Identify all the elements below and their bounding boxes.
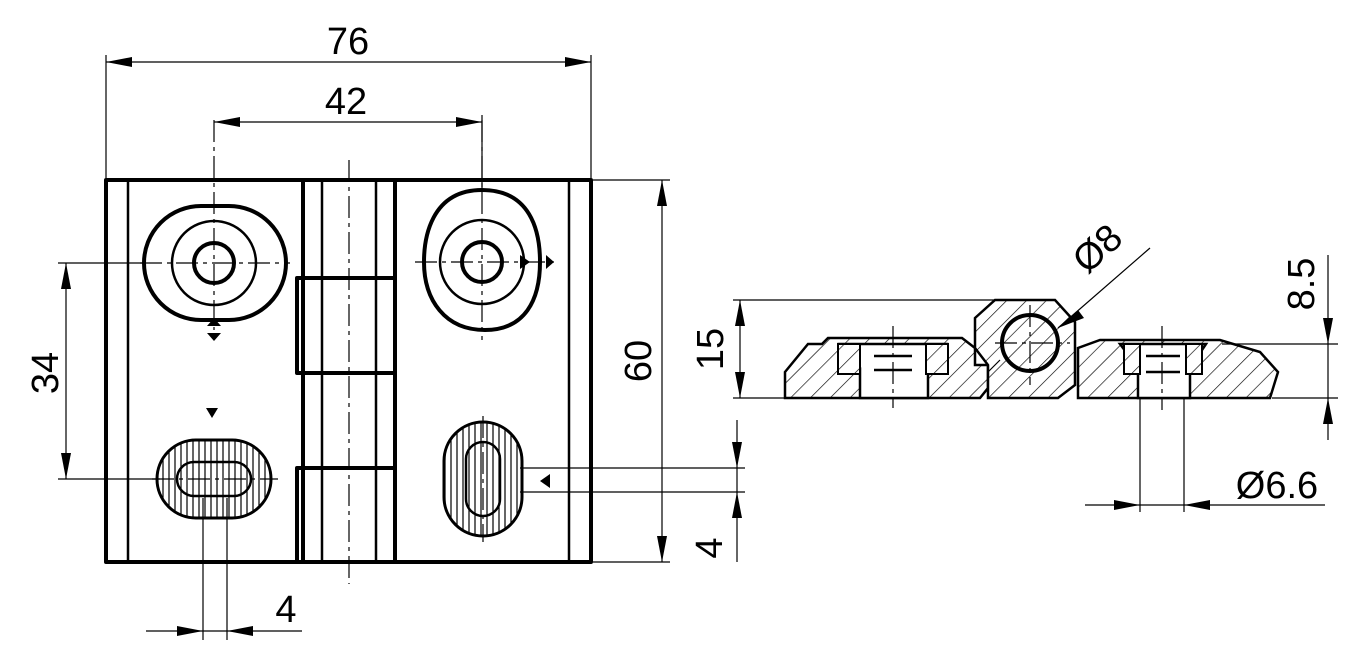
dimension-label-6-6: Ø6.6 bbox=[1236, 465, 1318, 507]
section-view: 15 Ø8 8.5 Ø6.6 bbox=[690, 217, 1338, 512]
slot-bottom-right bbox=[442, 416, 550, 542]
dimension-label-34: 34 bbox=[25, 352, 67, 394]
dimension-vertical-spacing: 34 bbox=[25, 262, 160, 480]
marker-triangle-icon bbox=[540, 474, 550, 488]
dimension-slot-offset: 4 bbox=[520, 420, 745, 562]
countersink-left-section bbox=[837, 326, 949, 408]
dimension-label-8-5: 8.5 bbox=[1281, 258, 1323, 311]
dimension-overall-width: 76 bbox=[105, 21, 592, 178]
marker-triangle-icon bbox=[546, 255, 554, 269]
dimension-thickness: 15 bbox=[690, 299, 995, 399]
countersunk-hole-top-left bbox=[140, 120, 290, 341]
dimension-hole-diameter: Ø6.6 bbox=[1085, 398, 1325, 512]
dimension-label-60: 60 bbox=[618, 340, 660, 382]
countersink-right-section bbox=[1117, 326, 1209, 410]
dimension-label-15: 15 bbox=[690, 328, 732, 370]
dimension-leaf-offset: 8.5 bbox=[1222, 255, 1338, 440]
dimension-label-pin: Ø8 bbox=[1065, 217, 1131, 282]
marker-triangle-icon bbox=[207, 333, 221, 341]
countersunk-hole-top-right bbox=[415, 120, 555, 340]
dimension-label-42: 42 bbox=[325, 81, 367, 123]
dimension-overall-height: 60 bbox=[593, 179, 670, 563]
dimension-label-4-right: 4 bbox=[689, 537, 731, 558]
dimension-hole-spacing: 42 bbox=[214, 81, 483, 190]
hinge-knuckles bbox=[295, 178, 397, 564]
dimension-label-4-bottom: 4 bbox=[275, 589, 296, 631]
dimension-slot-width: 4 bbox=[146, 498, 302, 640]
slot-bottom-left bbox=[152, 408, 278, 520]
marker-triangle-icon bbox=[206, 408, 218, 418]
dimension-label-76: 76 bbox=[327, 21, 369, 63]
front-view: 76 42 34 60 bbox=[25, 21, 745, 640]
